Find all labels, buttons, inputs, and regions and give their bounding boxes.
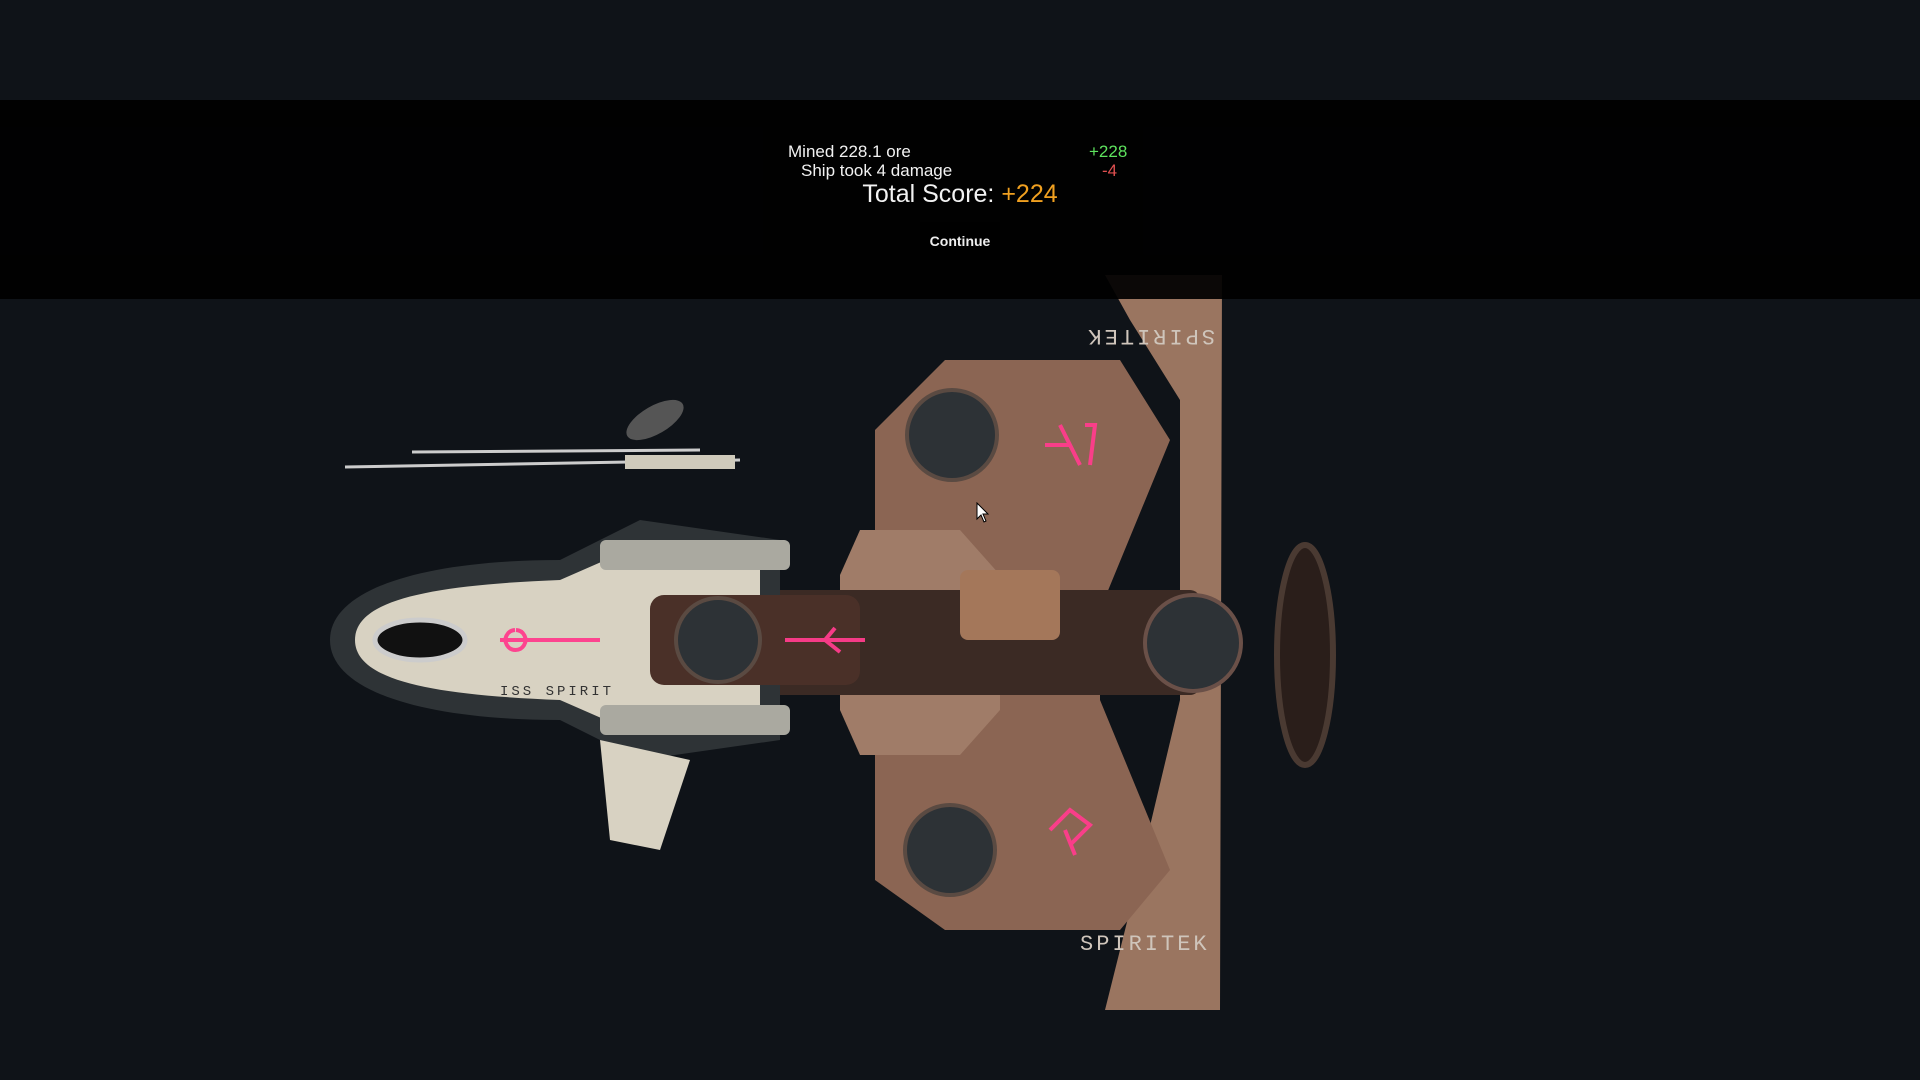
mouse-cursor-icon [976,502,990,523]
total-score-value: +224 [1001,180,1058,208]
damage-score: -4 [1102,161,1118,180]
ship-name-decal: ISS SPIRIT [500,684,614,700]
spiritek-decal-bottom: SPIRITEK [1080,932,1210,957]
mined-ore-score: +228 [1089,142,1128,161]
mined-ore-label: Mined 228.1 ore [788,142,911,161]
continue-button[interactable]: Continue [920,222,1000,260]
total-score: Total Score: +224 [0,180,1920,209]
spiritek-decal-top: SPIRITEK [1085,323,1215,348]
damage-label: Ship took 4 damage [801,161,953,180]
total-score-label: Total Score: [862,180,995,208]
results-banner: Mined 228.1 ore +228 Ship took 4 damage … [0,100,1920,299]
